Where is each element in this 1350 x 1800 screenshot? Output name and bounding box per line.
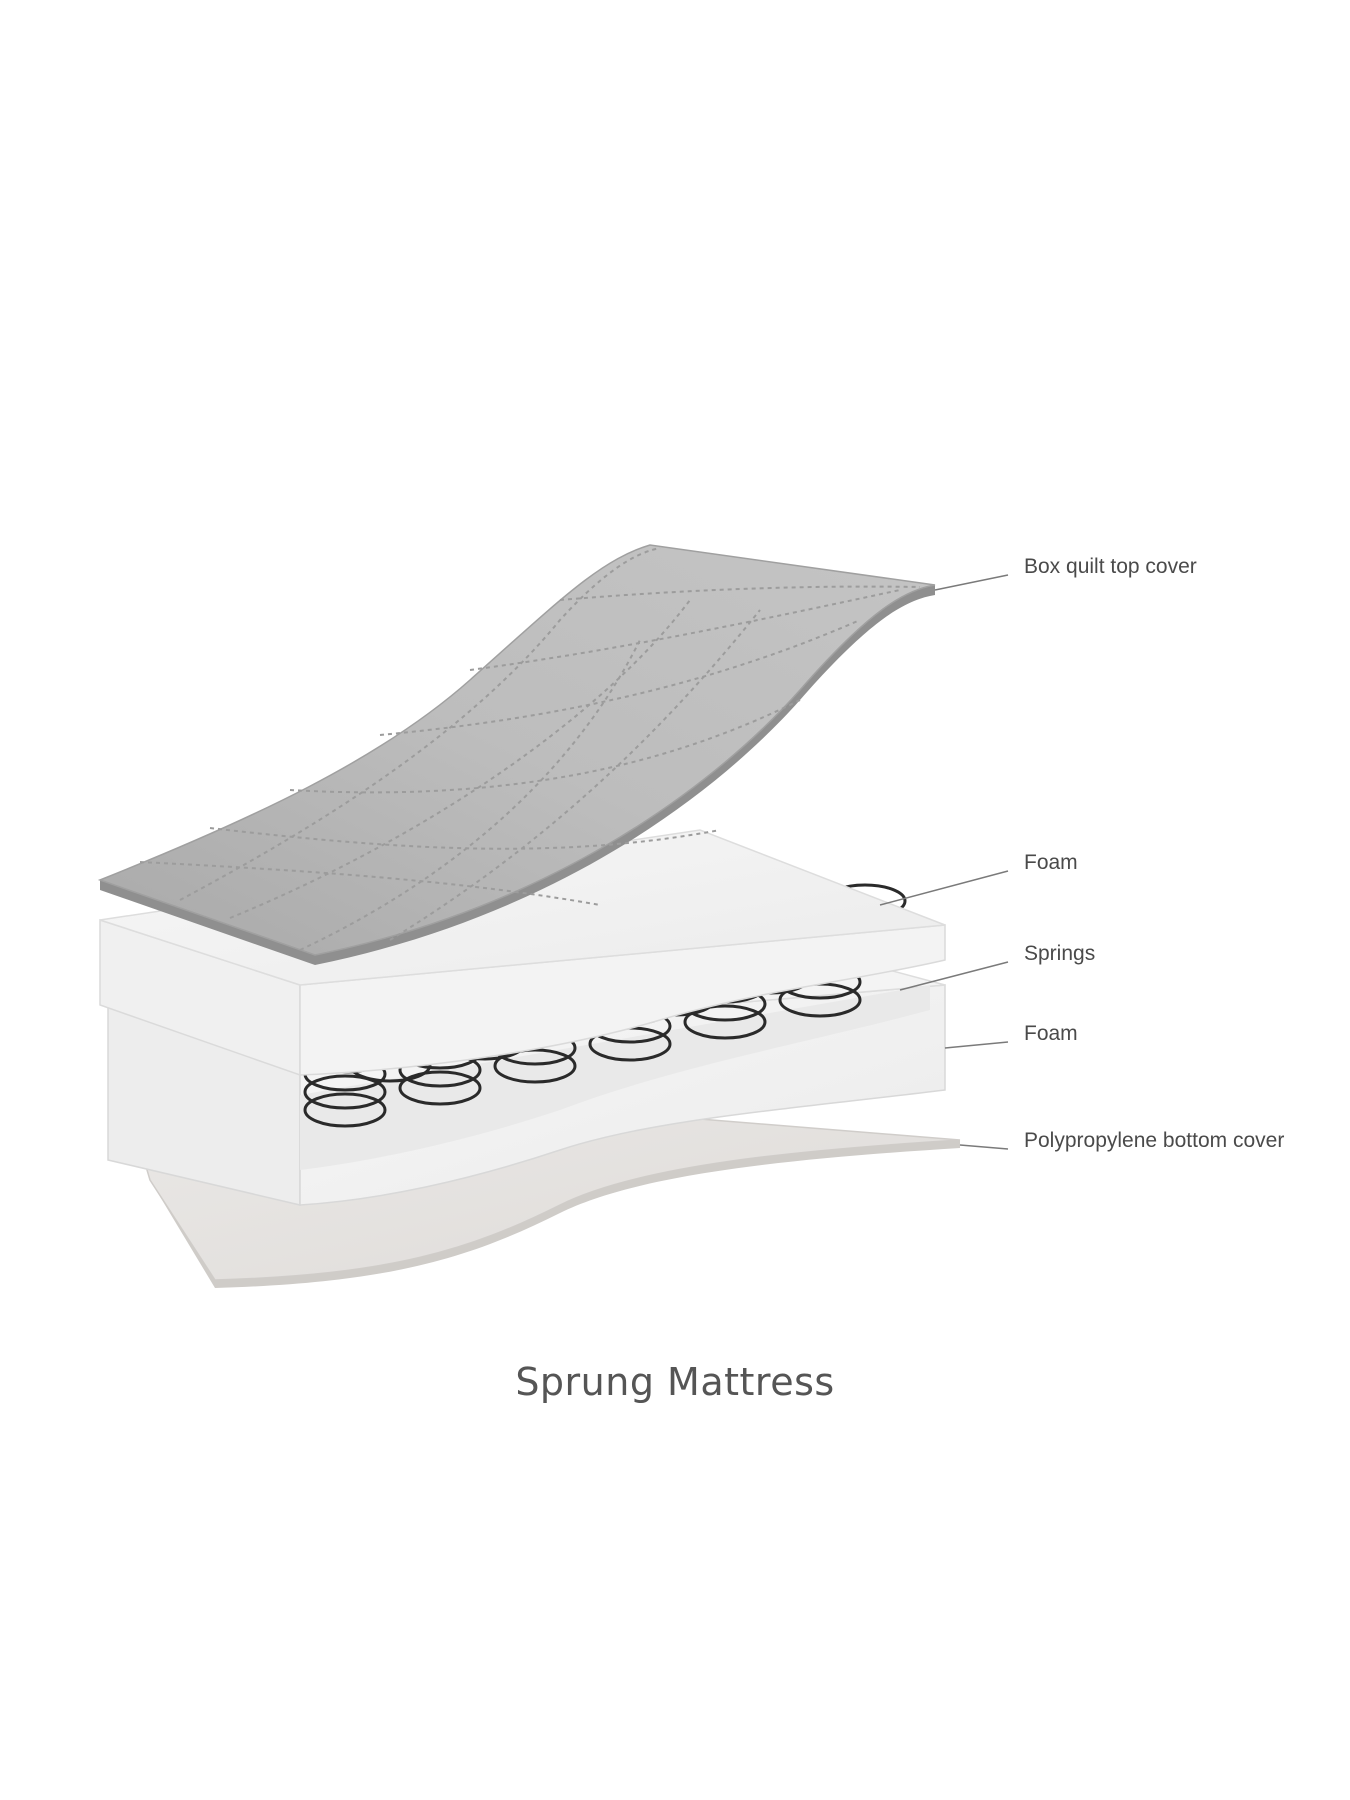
diagram-caption: Sprung Mattress (515, 1360, 835, 1404)
label-foam-upper: Foam (1024, 851, 1078, 874)
leader-line-foam-lower (944, 1041, 1009, 1049)
spring-loop (683, 1004, 767, 1040)
bottom-cover-edge (150, 1140, 960, 1288)
spring-loop (303, 1092, 387, 1128)
leader-lines (879, 574, 1009, 1150)
leader-line-foam-upper (879, 870, 1009, 906)
springs-cavity (300, 985, 930, 1170)
leader-line-top-cover (934, 574, 1009, 591)
label-foam-lower: Foam (1024, 1022, 1078, 1045)
leader-line-bottom-cover (959, 1144, 1009, 1150)
quilt-stitch-pattern (139, 547, 921, 951)
spring-loop (493, 1048, 577, 1084)
foam-upper-side (299, 924, 946, 1076)
top-cover-layer (97, 544, 936, 965)
label-top-cover: Box quilt top cover (1024, 555, 1197, 578)
leader-line-springs (899, 961, 1009, 991)
spring-loop (398, 1070, 482, 1106)
label-bottom-cover: Polypropylene bottom cover (1024, 1129, 1285, 1152)
top-cover-surface (97, 544, 936, 956)
spring-loop (303, 1074, 387, 1110)
label-springs: Springs (1024, 942, 1096, 965)
